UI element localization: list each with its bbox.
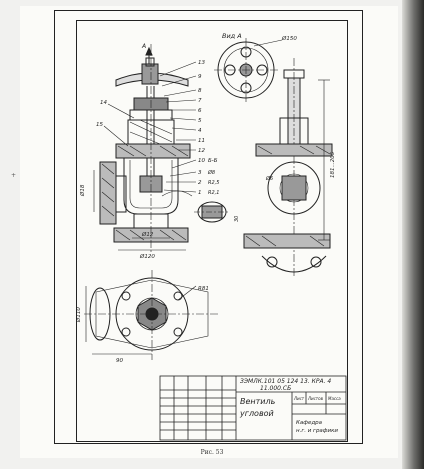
note-r2-1: R2,1 (208, 190, 219, 196)
title-block-designation: ЗЭМЛК.101 05 124 13. КРА. 4 (240, 378, 331, 385)
margin-mark: + (11, 172, 17, 179)
part-number-10: 10 (198, 158, 205, 164)
view-a-handwheel (214, 38, 283, 102)
note-r2-5: R2,5 (208, 180, 219, 186)
scanned-page (20, 6, 398, 458)
title-block-mass-label: Масса (328, 396, 341, 401)
book-spine-shadow (402, 0, 424, 469)
dim-90: 90 (116, 358, 123, 364)
arrow-a-label: A (141, 43, 146, 50)
title-block-org-line1: Кафедра (296, 420, 323, 426)
part-number-6: 6 (198, 108, 202, 114)
section-b-b-label: Б-Б (208, 158, 218, 164)
part-number-3: 3 (198, 170, 202, 176)
title-block-sheet-label: Лист (293, 396, 305, 401)
dim-d6: Ø6 (265, 175, 273, 182)
side-view (243, 58, 333, 276)
part-number-8: 8 (198, 88, 202, 94)
title-block-name-line1: Вентиль (240, 397, 276, 406)
part-number-2: 2 (198, 180, 202, 186)
drawing-sheet-border (54, 10, 363, 444)
dim-r81: R81 (198, 286, 209, 292)
part-number-11: 11 (198, 138, 205, 144)
title-block-org-line2: н.г. и графики (296, 428, 338, 434)
part-number-9: 9 (198, 74, 202, 80)
dim-d18: Ø18 (79, 184, 86, 197)
part-number-1: 1 (198, 190, 202, 196)
top-view (84, 270, 218, 360)
note-d8: Ø8 (207, 169, 215, 176)
part-number-7: 7 (198, 98, 202, 104)
part-number-13: 13 (198, 60, 205, 66)
section-b-b (194, 201, 230, 223)
part-number-5: 5 (198, 118, 202, 124)
title-block-sheets-label: Листов (307, 396, 324, 401)
part-number-12: 12 (198, 148, 205, 154)
title-block-designation-line2: 11.000.СБ (260, 385, 291, 392)
dim-height-range: 181...205 (330, 151, 336, 178)
dim-d120: Ø120 (139, 253, 155, 260)
part-number-15: 15 (96, 122, 103, 128)
front-view (93, 44, 197, 254)
dim-d150: Ø150 (281, 35, 297, 42)
part-number-14: 14 (100, 100, 107, 106)
title-block-name-line2: угловой (239, 409, 274, 418)
dim-30: 30 (234, 216, 240, 222)
dim-d110: Ø110 (75, 307, 82, 323)
drawing-frame (76, 20, 348, 442)
dim-d12: Ø12 (141, 231, 154, 238)
title-block (159, 375, 347, 441)
part-number-4: 4 (198, 128, 202, 134)
view-a-label: Вид А (222, 32, 242, 40)
figure-caption: Рис. 53 (200, 449, 224, 456)
